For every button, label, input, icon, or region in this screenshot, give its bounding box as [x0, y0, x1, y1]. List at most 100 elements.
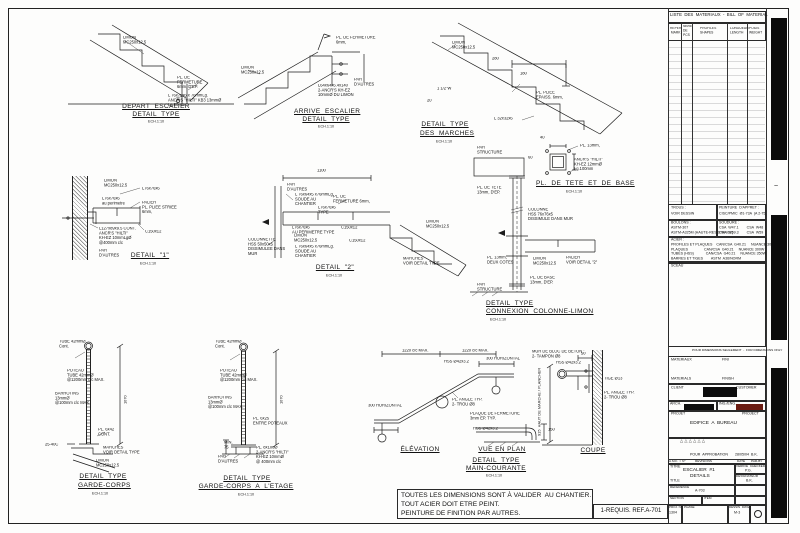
detail2-colonnette-label: COLONNETTE HSS 50x50x5 DISSIMULEE DANS M…	[248, 238, 286, 257]
material-col3-header: PROFILES SHAPES	[700, 27, 717, 35]
depart-limon-label: LIMON MC250x12.5	[123, 36, 147, 45]
garde-corps-etage-tube-label: TUBE 42mmØ Cont.	[215, 340, 242, 349]
peinture-box	[717, 204, 766, 220]
boulons-value-2: ASTM-A325M (HAUTE-RESISTANCE)	[671, 231, 734, 235]
item-label: ITEM	[704, 497, 712, 501]
main-courante-elevation-drawing	[373, 351, 515, 443]
coupe-tige-label: TIGE Ø13	[604, 377, 623, 382]
detail1-ancrage-label: L127x89x9.5 CONT. ANCR'S "HILTI" KH-EZ 1…	[99, 227, 136, 246]
material-col1-header: REPER MARK	[670, 27, 682, 35]
verifie-value: P.G.	[745, 469, 752, 473]
coupe-dim-50: 50	[581, 352, 586, 357]
garde-corps-tube-label: TUBE 42mmØ Cont.	[59, 340, 86, 349]
garde-corps-dim-25: 25-40C	[45, 443, 59, 448]
soudure-value-1: CSA W47.1 CSA W48	[719, 226, 764, 230]
detail1-title: DETAIL "1"	[130, 252, 170, 259]
garde-corps-marches-label: MARCHES VOIR DETAIL TYPE	[103, 446, 140, 455]
detail1-limon-label: LIMON MC250x12.5	[104, 179, 128, 188]
detail2-title: DETAIL "2"	[315, 264, 355, 271]
revision-note: POUR APPROBATION	[690, 453, 728, 457]
drawing-title-line1: ESCALIER #1	[683, 468, 715, 473]
client-redaction	[703, 387, 737, 397]
acier-line-3: TUBES (HSS) CAN/CSA G40.21 NUANCE 350W	[671, 252, 767, 256]
depart-escalier-drawing	[68, 24, 234, 105]
revisions-subheader-line	[668, 459, 766, 460]
customer-label: CUSTOMER	[736, 386, 757, 390]
sceau-box	[668, 262, 766, 347]
project-number-value: 1304	[669, 511, 678, 515]
trous-box	[668, 204, 717, 220]
detail2-drawing	[262, 175, 467, 277]
material-col-line-3	[727, 23, 728, 204]
detail2-l76-type-label: L76x76x6 TYPE	[318, 206, 336, 215]
mc-dim-1220-b: 1220 c/c MAX.	[462, 349, 489, 354]
projet-label: PROJET	[671, 412, 686, 416]
item-box	[702, 496, 735, 505]
garde-corps-etage-barrotins-label: BARROTINS 13mmØ @100mm c/c MAX.	[208, 396, 244, 410]
dwg-box	[728, 505, 750, 524]
coupe-title: COUPE	[580, 447, 606, 454]
revisions-box	[668, 438, 766, 464]
section-box	[668, 496, 702, 505]
general-note-3: PEINTURE DE FINITION PAR AUTRES.	[401, 510, 521, 517]
dwg-value: M-3	[734, 511, 741, 515]
peinture-label: PEINTURE D'APPRET :	[719, 206, 759, 210]
coupe-wall-hatch	[592, 350, 603, 445]
garde-corps-dim-1070: 1070	[124, 395, 128, 404]
fold-mark-bar-1	[771, 18, 787, 160]
phase-box	[682, 505, 728, 524]
general-note-1: TOUTES LES DIMENSIONS SONT À VALIDER AU …	[401, 492, 592, 499]
connexion-limon-label: LIMON MC250x12.5	[533, 257, 557, 266]
titre-label: TITRE	[670, 465, 681, 469]
soudure-value-2: CSA W59.3 CSA W59	[719, 231, 764, 235]
garde-corps-limon-label: LIMON MC250x12.5	[96, 459, 120, 468]
detail1-l76-label: L76x76x6	[142, 187, 160, 192]
marches-pl-pliee-label: PL. PLIEE EPAISS. 6mm,	[536, 91, 563, 100]
materiaux-label: MATERIAUX	[671, 358, 692, 362]
par-by-header: PAR-BY	[751, 459, 763, 463]
depart-scale: ECH.1:10	[148, 120, 165, 124]
connexion-title: DETAIL TYPE	[486, 300, 534, 307]
dessinateur-label: DESSINATEUR	[736, 475, 758, 479]
garde-corps-etage-par-autres-label: PAR D'AUTRES	[218, 455, 239, 464]
verifie-box	[735, 464, 766, 474]
soudure-label: SOUDURE :	[719, 221, 740, 225]
boulons-value-1: ASTM-307	[671, 226, 689, 230]
garde-corps-drawing	[67, 341, 124, 473]
connexion-pl13-label: PL. 13mm, DEUX COTES	[487, 256, 514, 265]
reference-right-box	[735, 485, 766, 496]
marches-title: DETAIL TYPE	[421, 121, 469, 128]
drawing-title-line2: DETAILS	[690, 474, 710, 479]
garde-corps-barrotins-label: BARROTINS 13mmØ @100mm c/c MAX.	[55, 392, 91, 406]
detail1-l76-perimetre-label: L76x76x6 au perimetre	[102, 197, 125, 206]
marches-drawing	[431, 22, 623, 135]
detail1-drawing	[62, 187, 145, 231]
client-label: CLIENT	[671, 386, 684, 390]
depart-ancrage-label: L 76x76x6 x 76mmLg. ANCR'S "HILTI" KB3 1…	[168, 94, 222, 108]
detail2-fermeture-label: PL. DE FERMETURE 6mm,	[333, 195, 370, 204]
ing-redaction	[736, 404, 763, 410]
dessinateur-value: B.K.	[746, 479, 753, 483]
detail2-limon-label: LIMON MC250x12.5	[294, 234, 318, 243]
soudure-box	[717, 220, 766, 237]
material-col2-header: NBRE DE PCS	[683, 25, 693, 37]
garde-corps-etage-base-label: PL. 8x100Ø 2-ANCR'S "HILTI" KH-EZ 10mmØ …	[256, 446, 289, 465]
acier-box	[668, 237, 766, 262]
arrive-limon-label: LIMON MC250x12.5	[241, 66, 265, 75]
boulons-label: BOULONS :	[671, 221, 691, 225]
garde-corps-etage-dim-min: MIN. 75	[224, 441, 233, 450]
material-empty-rows	[669, 41, 765, 204]
reference-box	[668, 485, 735, 496]
project-number-box	[668, 505, 682, 524]
section-label: SECTION	[670, 497, 684, 501]
detail1-c150-label: C150x12	[145, 230, 162, 235]
title-en-label: TITLE	[670, 479, 680, 483]
mc-elevation-title: ÉLÉVATION	[400, 446, 440, 453]
project-label: PROJECT	[742, 412, 759, 416]
detail2-dim-1100: 1100	[317, 169, 326, 174]
garde-corps-etage-pl-label: PL. 6x25 ENTRE POTEAUX	[253, 417, 288, 426]
coupe-dim-915: 915 HAUT DE MARCHE / PLANCHER	[538, 367, 542, 436]
boulons-box	[668, 220, 717, 237]
detail2-angle-haut-label: L 76x64x5 x76mmLg. SOUDE AU CHANTIER	[295, 193, 334, 207]
acier-line-2: PLAQUES CAN/CSA G40.21 NUANCE 300W	[671, 247, 765, 252]
